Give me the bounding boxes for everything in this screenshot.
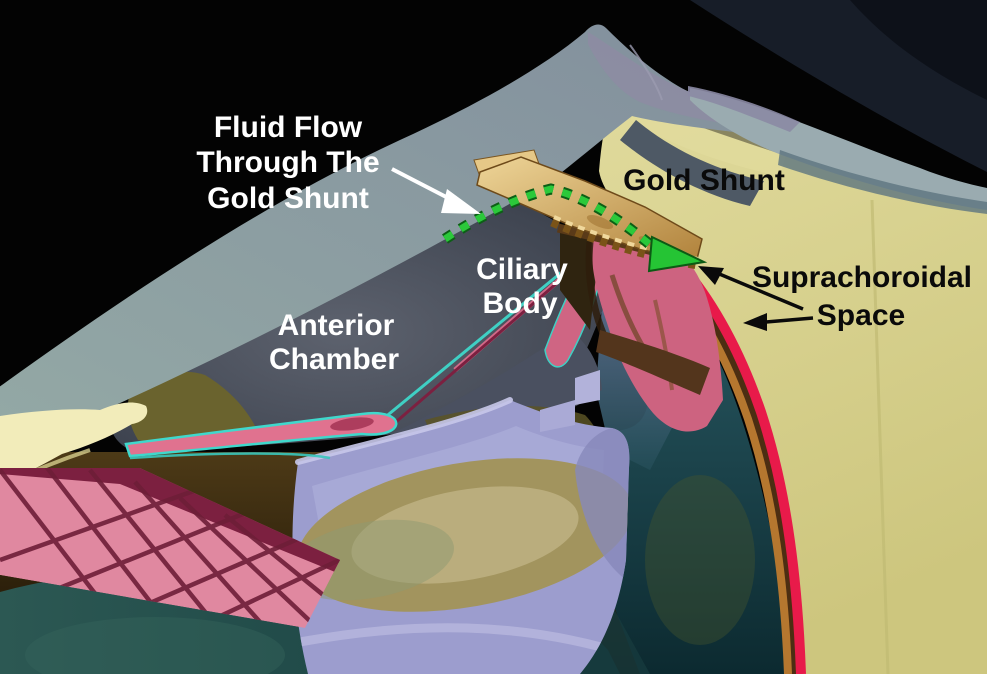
lens-cut-face — [575, 428, 630, 580]
iris-section-strips — [124, 412, 398, 460]
pointer-arrows — [391, 167, 814, 331]
vitreous-olive-patch — [645, 475, 755, 645]
black-arrow-2-head — [743, 313, 767, 331]
lens-top-highlight — [295, 397, 513, 465]
label-fluid-flow-line2: Through The — [196, 146, 379, 179]
flap-under-edge — [778, 150, 987, 214]
cornea-and-flap — [0, 24, 987, 420]
lens-bottom-ring — [299, 623, 614, 655]
label-ciliary-line2: Body — [483, 287, 558, 320]
iris-maroon-band — [0, 468, 340, 572]
label-gold-shunt: Gold Shunt — [623, 164, 785, 197]
flap-seam — [629, 44, 663, 101]
flow-arrowhead — [647, 235, 708, 273]
label-anterior-line1: Anterior — [278, 309, 395, 342]
label-fluid-flow-line1: Fluid Flow — [214, 111, 363, 144]
black-arrow-1-head — [698, 266, 724, 285]
black-arrow-2-line — [765, 316, 814, 324]
sclera-cream-horn — [0, 402, 148, 486]
iris-strip-lower-line — [129, 452, 331, 460]
dark-corner-core — [850, 0, 987, 100]
flap-shadow — [620, 120, 764, 206]
ciliary-lower-brown — [596, 330, 710, 395]
iris-root-maroon-line — [381, 256, 587, 436]
iris-strip-core — [330, 417, 374, 431]
label-suprachoroidal-line2: Space — [817, 299, 905, 332]
cornea — [0, 24, 768, 420]
white-arrow-head — [441, 189, 481, 214]
flap-purple-sliver — [688, 86, 800, 132]
iris-root-teal-line — [371, 251, 586, 430]
flow-dots — [443, 185, 656, 250]
white-arrow-line — [391, 167, 453, 202]
fluid-flow-path — [441, 183, 708, 273]
sclera-seam — [870, 199, 890, 674]
labels: Fluid Flow Through The Gold Shunt Gold S… — [196, 111, 972, 376]
iris-strip-upper — [124, 412, 398, 458]
label-suprachoroidal-line1: Suprachoroidal — [752, 261, 972, 294]
lens-step-1 — [540, 400, 575, 432]
label-anterior-line2: Chamber — [269, 343, 399, 376]
ciliary-body-region — [556, 223, 723, 432]
teal-highlight — [25, 617, 285, 674]
angle-olive-left — [128, 371, 258, 446]
black-arrow-1-line — [716, 271, 804, 311]
iris — [0, 468, 340, 628]
iris-body — [0, 468, 340, 628]
shunt-speckle-1 — [586, 215, 614, 229]
label-fluid-flow-line3: Gold Shunt — [207, 182, 369, 215]
lens — [292, 370, 630, 674]
label-ciliary-line1: Ciliary — [476, 253, 568, 286]
lens-step-2 — [575, 370, 600, 405]
